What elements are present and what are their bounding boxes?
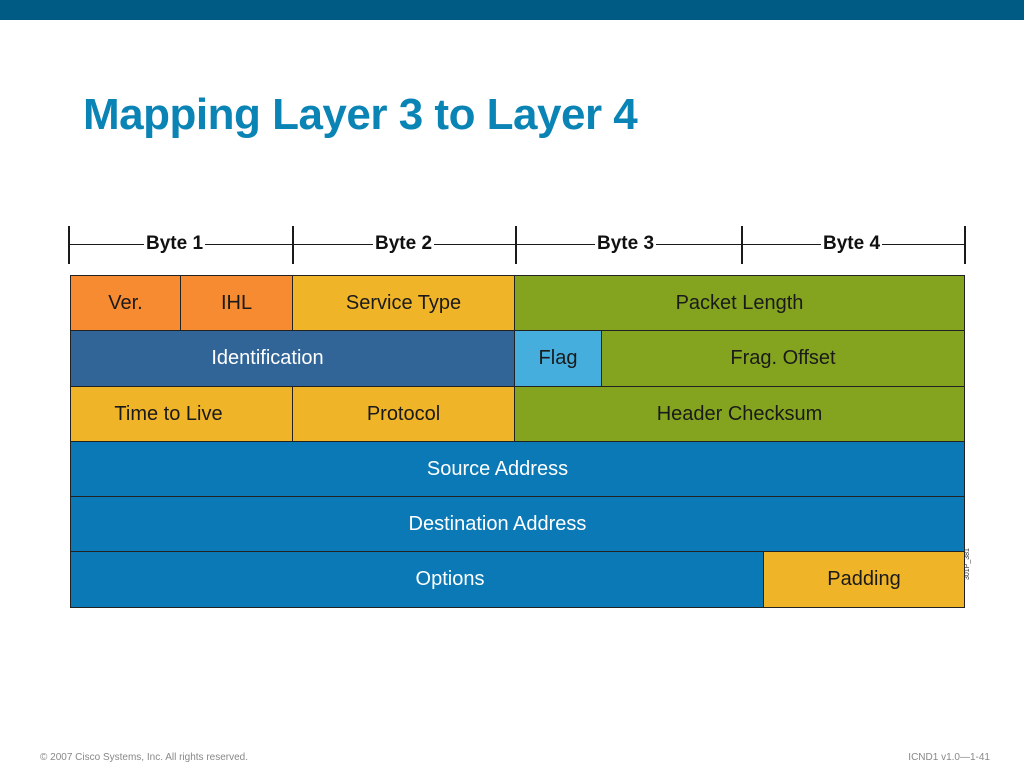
field-identification: Identification: [71, 331, 515, 387]
field-protocol: Protocol: [293, 387, 515, 442]
byte-label-1: Byte 1: [144, 233, 206, 255]
field-service-type: Service Type: [293, 276, 515, 331]
field-time-to-live-label: Time to Live: [114, 402, 223, 425]
byte-ruler: Byte 1 Byte 2 Byte 3 Byte 4: [68, 222, 968, 268]
field-identification-label: Identification: [211, 347, 324, 369]
field-padding: Padding: [764, 552, 964, 607]
field-source-address-label: Source Address: [426, 457, 569, 480]
slide-id-footer: ICND1 v1.0—1-41: [908, 752, 990, 763]
field-source-address: Source Address: [71, 442, 964, 497]
copyright-footer: © 2007 Cisco Systems, Inc. All rights re…: [40, 752, 249, 763]
field-padding-label: Padding: [827, 568, 901, 590]
ruler-tick: [741, 226, 743, 264]
ruler-tick: [292, 226, 294, 264]
field-packet-length: Packet Length: [515, 276, 964, 331]
field-options: Options: [71, 552, 764, 607]
field-header-checksum: Header Checksum: [515, 387, 964, 442]
field-flag: Flag: [515, 331, 602, 387]
field-ihl: IHL: [181, 276, 293, 331]
field-protocol-label: Protocol: [366, 402, 441, 425]
field-header-checksum-label: Header Checksum: [656, 402, 823, 425]
byte-label-3: Byte 3: [595, 233, 657, 255]
field-time-to-live: Time to Live: [71, 387, 293, 442]
field-frag-offset: Frag. Offset: [602, 331, 964, 387]
field-version-label: Ver.: [108, 291, 143, 314]
slide-title: Mapping Layer 3 to Layer 4: [83, 90, 638, 139]
ruler-tick: [515, 226, 517, 264]
field-destination-address-label: Destination Address: [408, 512, 587, 535]
byte-label-4: Byte 4: [821, 233, 883, 255]
field-service-type-label: Service Type: [345, 291, 462, 314]
field-options-label: Options: [415, 568, 485, 590]
field-version: Ver.: [71, 276, 181, 331]
field-destination-address: Destination Address: [71, 497, 964, 552]
field-flag-label: Flag: [538, 347, 578, 369]
field-frag-offset-label: Frag. Offset: [730, 347, 836, 369]
field-ihl-label: IHL: [220, 291, 253, 314]
ruler-tick: [68, 226, 70, 264]
top-bar: [0, 0, 1024, 20]
ruler-tick: [964, 226, 966, 264]
byte-label-2: Byte 2: [373, 233, 435, 255]
field-packet-length-label: Packet Length: [675, 291, 804, 314]
figure-code: 301P_381: [964, 548, 971, 580]
ip-header-diagram: Ver. IHL Service Type Packet Length Iden…: [70, 275, 965, 608]
